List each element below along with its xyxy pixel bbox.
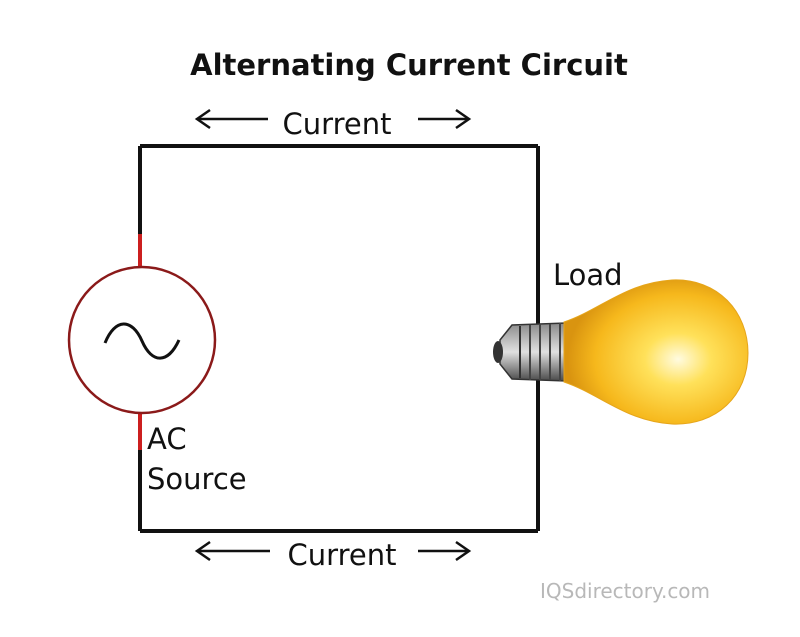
source-label-line1: AC xyxy=(147,422,187,456)
right-arrow-icon xyxy=(418,540,472,562)
source-label-line2: Source xyxy=(147,462,247,496)
current-indicator-bottom: Current xyxy=(194,538,472,572)
left-arrow-icon xyxy=(194,108,268,130)
watermark: IQSdirectory.com xyxy=(540,579,710,603)
sine-wave-icon xyxy=(103,322,181,360)
ac-source xyxy=(67,234,217,450)
right-arrow-icon xyxy=(418,108,472,130)
current-label-bottom: Current xyxy=(288,538,397,572)
current-label-top: Current xyxy=(283,107,392,141)
light-bulb-icon xyxy=(493,279,749,425)
left-arrow-icon xyxy=(194,540,270,562)
current-indicator-top: Current xyxy=(194,107,472,141)
diagram-title: Alternating Current Circuit xyxy=(190,48,628,82)
load-label: Load xyxy=(553,258,623,292)
